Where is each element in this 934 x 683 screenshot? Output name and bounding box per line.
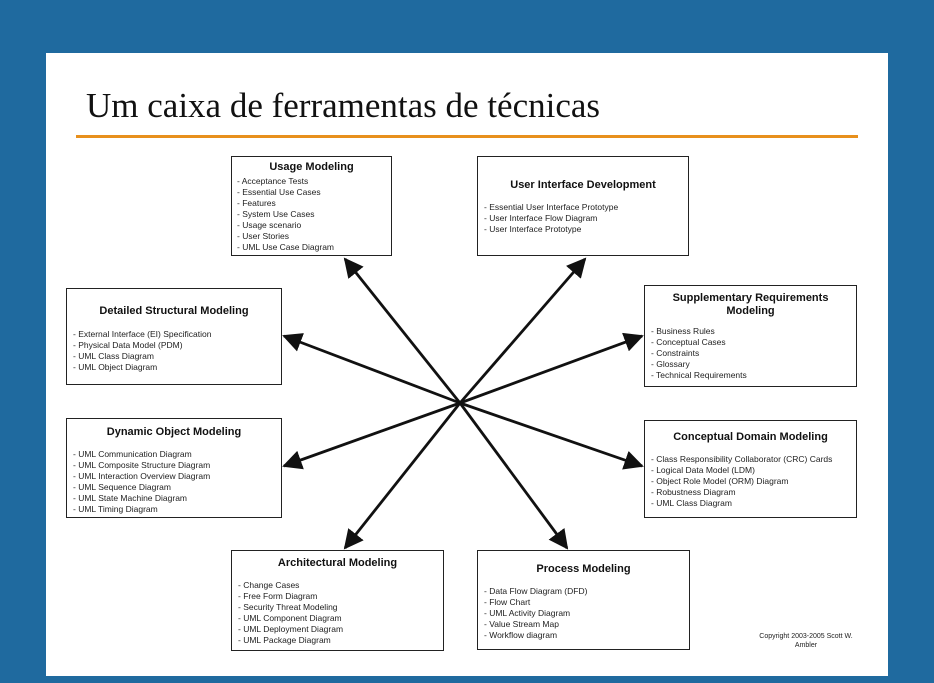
list-item: Glossary [651,359,850,370]
box-process-modeling: Process Modeling Data Flow Diagram (DFD)… [477,550,690,650]
list-item: Acceptance Tests [237,176,386,187]
list-item: UML Use Case Diagram [237,242,386,253]
arrow-architectural [343,402,462,550]
list-item: Business Rules [651,326,850,337]
box-title: Conceptual Domain Modeling [673,431,828,443]
box-title: Dynamic Object Modeling [106,426,242,438]
list-item: UML Communication Diagram [73,449,275,460]
list-item: Constraints [651,348,850,359]
arrow-dynamic [282,401,461,470]
list-item: Essential User Interface Prototype [484,202,682,213]
arrow-usage [343,257,462,404]
list-item: Features [237,198,386,209]
list-item: Security Threat Modeling [238,602,437,613]
list-item: Technical Requirements [651,370,850,381]
list-item: Data Flow Diagram (DFD) [484,586,683,597]
box-detailed-structural-modeling: Detailed Structural Modeling External In… [66,288,282,385]
box-dynamic-object-modeling: Dynamic Object Modeling UML Communicatio… [66,418,282,518]
box-title: Architectural Modeling [277,557,398,569]
box-title: Supplementary Requirements Modeling [672,292,829,317]
list-item: UML State Machine Diagram [73,493,275,504]
list-item: UML Sequence Diagram [73,482,275,493]
arrow-ui [458,257,587,404]
list-item: User Interface Prototype [484,224,682,235]
box-title: User Interface Development [510,179,656,191]
list-item: User Interface Flow Diagram [484,213,682,224]
list-item: User Stories [237,231,386,242]
list-item: Object Role Model (ORM) Diagram [651,476,850,487]
list-item: Change Cases [238,580,437,591]
copyright-note: Copyright 2003-2005 Scott W. Ambler [759,633,853,649]
list-item: UML Deployment Diagram [238,624,437,635]
box-title: Usage Modeling [269,161,354,173]
list-item: Flow Chart [484,597,683,608]
list-item: UML Component Diagram [238,613,437,624]
list-item: Essential Use Cases [237,187,386,198]
list-item: UML Class Diagram [73,351,275,362]
box-title: Detailed Structural Modeling [99,305,249,317]
list-item: UML Class Diagram [651,498,850,509]
box-user-interface-development: User Interface Development Essential Use… [477,156,689,256]
box-usage-modeling: Usage Modeling Acceptance Tests Essentia… [231,156,392,256]
arrow-structural [282,333,461,405]
box-supplementary-requirements-modeling: Supplementary Requirements Modeling Busi… [644,285,857,387]
list-item: External Interface (EI) Specification [73,329,275,340]
list-item: Free Form Diagram [238,591,437,602]
box-conceptual-domain-modeling: Conceptual Domain Modeling Class Respons… [644,420,857,518]
list-item: UML Package Diagram [238,635,437,646]
list-item: Conceptual Cases [651,337,850,348]
list-item: Workflow diagram [484,630,683,641]
list-item: System Use Cases [237,209,386,220]
list-item: Usage scenario [237,220,386,231]
list-item: UML Timing Diagram [73,504,275,515]
list-item: UML Object Diagram [73,362,275,373]
arrow-supplementary [459,332,644,405]
box-architectural-modeling: Architectural Modeling Change Cases Free… [231,550,444,651]
arrow-conceptual [459,401,644,470]
arrow-process [458,402,569,550]
list-item: Physical Data Model (PDM) [73,340,275,351]
list-item: Class Responsibility Collaborator (CRC) … [651,454,850,465]
slide-title: Um caixa de ferramentas de técnicas [86,86,601,125]
list-item: Robustness Diagram [651,487,850,498]
list-item: Value Stream Map [484,619,683,630]
list-item: UML Composite Structure Diagram [73,460,275,471]
title-underline [76,135,858,138]
box-title: Process Modeling [536,563,631,575]
list-item: UML Interaction Overview Diagram [73,471,275,482]
list-item: UML Activity Diagram [484,608,683,619]
list-item: Logical Data Model (LDM) [651,465,850,476]
